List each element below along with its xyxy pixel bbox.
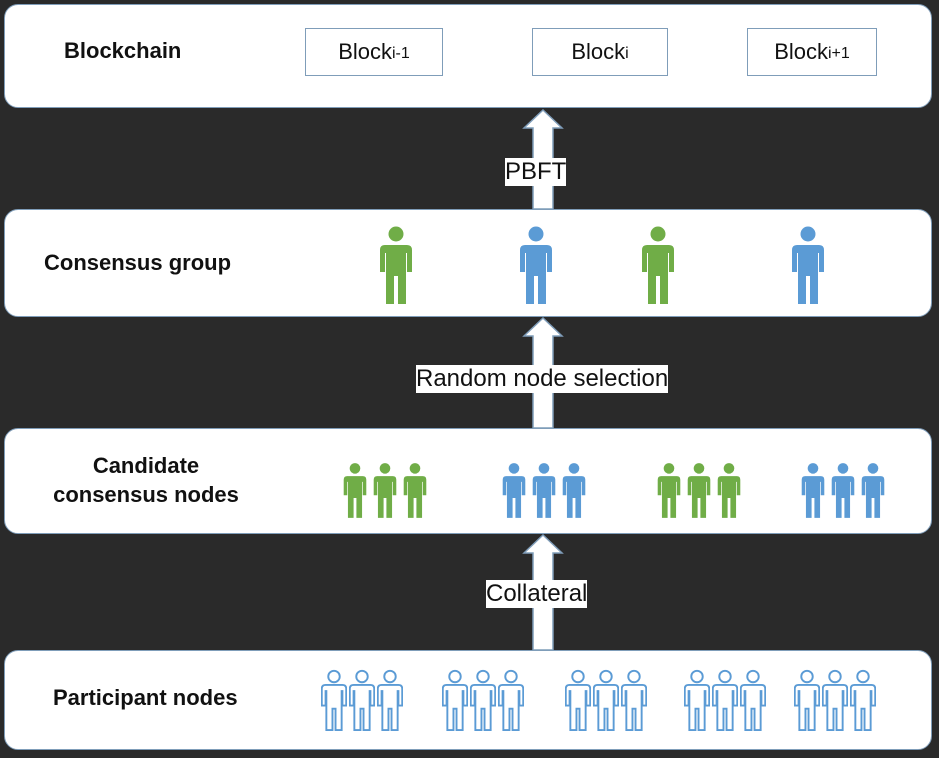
participant-node-icon <box>349 669 375 732</box>
participant-node-icon <box>822 669 848 732</box>
random-selection-label: Random node selection <box>416 365 669 393</box>
participant-node-icon <box>321 669 347 732</box>
candidate-node-blue-icon <box>502 463 526 518</box>
candidate-layer <box>4 428 932 534</box>
candidate-node-blue-icon <box>861 463 885 518</box>
candidate-node-green-icon <box>343 463 367 518</box>
candidate-node-blue-icon <box>801 463 825 518</box>
candidate-node-green-icon <box>373 463 397 518</box>
participant-node-icon <box>498 669 524 732</box>
participant-node-icon <box>684 669 710 732</box>
participant-node-icon <box>850 669 876 732</box>
blockchain-title: Blockchain <box>64 38 182 63</box>
consensus-group-layer <box>4 209 932 317</box>
consensus-node-green-icon <box>642 226 674 304</box>
candidate-node-blue-icon <box>562 463 586 518</box>
participant-node-icon <box>740 669 766 732</box>
candidate-node-blue-icon <box>831 463 855 518</box>
participant-node-icon <box>377 669 403 732</box>
collateral-label: Collateral <box>486 580 588 608</box>
consensus-node-blue-icon <box>520 226 552 304</box>
pbft-label: PBFT <box>505 158 567 186</box>
candidate-title-line1: Candidate <box>92 453 200 478</box>
participant-title: Participant nodes <box>53 685 238 710</box>
candidate-title-line2: consensus nodes <box>53 481 239 507</box>
consensus-node-blue-icon <box>792 226 824 304</box>
candidate-node-green-icon <box>717 463 741 518</box>
candidate-node-green-icon <box>657 463 681 518</box>
participant-node-icon <box>712 669 738 732</box>
block-previous-index: i-1 <box>392 45 410 62</box>
participant-node-icon <box>470 669 496 732</box>
candidate-title: Candidate consensus nodes <box>40 452 252 509</box>
consensus-group-title: Consensus group <box>44 250 232 275</box>
block-next-label: Block <box>774 39 828 64</box>
participant-node-icon <box>794 669 820 732</box>
participant-node-icon <box>593 669 619 732</box>
block-previous-label: Block <box>338 39 392 64</box>
block-next-index: i+1 <box>828 45 850 62</box>
candidate-node-blue-icon <box>532 463 556 518</box>
participant-node-icon <box>565 669 591 732</box>
participant-node-icon <box>621 669 647 732</box>
candidate-node-green-icon <box>403 463 427 518</box>
block-current-label: Block <box>571 39 626 64</box>
candidate-node-green-icon <box>687 463 711 518</box>
block-current-index: i <box>625 45 629 62</box>
participant-layer <box>4 650 932 750</box>
participant-node-icon <box>442 669 468 732</box>
consensus-node-green-icon <box>380 226 412 304</box>
